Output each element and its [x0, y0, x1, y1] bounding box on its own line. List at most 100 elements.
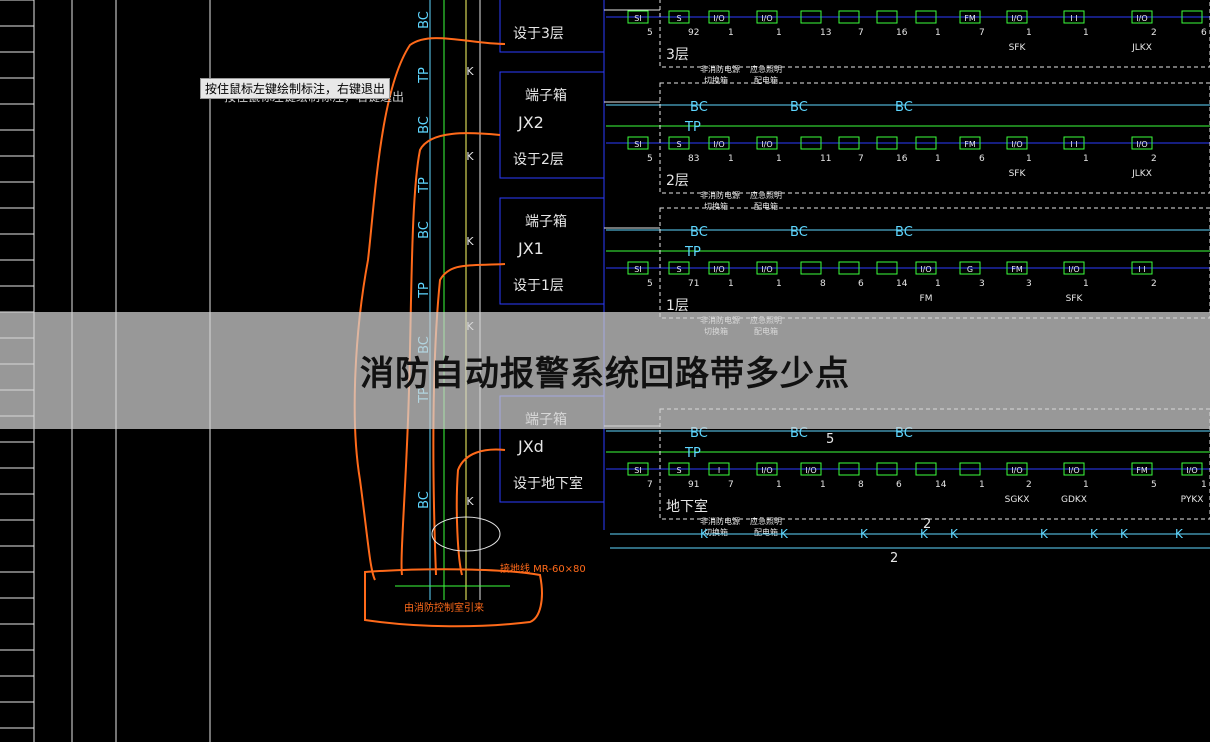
floor-2-device-0 — [627, 261, 649, 275]
floor-2-device-1-count: 71 — [688, 279, 699, 289]
floor-3-device-9-count: 2 — [1026, 480, 1032, 490]
floor-0-device-10-count: 1 — [1083, 28, 1089, 38]
terminal-box-jx1-frame — [499, 197, 605, 305]
count-mark-0: 5 — [826, 432, 834, 447]
floor-0-device-11-sub: JLKX — [1131, 43, 1152, 53]
floor-1-device-5 — [838, 136, 860, 150]
floor-2-bc-label-3: BC — [895, 225, 913, 240]
floor-0-device-10-label: I I — [1070, 14, 1077, 23]
floor-2-device-9-label: FM — [1011, 265, 1023, 274]
k-loop-label-7: K — [1120, 527, 1129, 541]
floor-2-device-7-label: I/O — [920, 265, 931, 274]
floor-3-name: 地下室 — [666, 498, 708, 515]
floor-1-bc-label-3: BC — [895, 100, 913, 115]
floor-2-device-10-sub: SFK — [1066, 294, 1084, 304]
orange-annotation-box — [364, 568, 543, 628]
floor-3-device-12 — [1181, 462, 1203, 476]
floor-3-device-6-count: 6 — [896, 480, 902, 490]
floor-2-tp-label: TP — [684, 245, 701, 260]
floor-1-device-11 — [1131, 136, 1153, 150]
floor-1-note-2: 切换箱 — [704, 201, 728, 211]
floor-3-device-5 — [838, 462, 860, 476]
floor-0-device-4-count: 13 — [820, 28, 831, 38]
floor-3-device-5-count: 8 — [858, 480, 864, 490]
floor-1-dashed-frame — [659, 82, 1210, 194]
floor-0-device-9-label: I/O — [1011, 14, 1022, 23]
floor-3-device-12-label: I/O — [1186, 466, 1197, 475]
floor-3-device-9-sub: SGKX — [1005, 495, 1030, 505]
floor-1-device-0 — [627, 136, 649, 150]
floor-2-device-9-count: 3 — [1026, 279, 1032, 289]
floor-0-note-2: 切换箱 — [704, 75, 728, 85]
floor-3-device-11 — [1131, 462, 1153, 476]
floor-0-device-12-count: 6 — [1201, 28, 1207, 38]
floor-2-device-4-count: 8 — [820, 279, 826, 289]
floor-1-note-4: 配电箱 — [754, 201, 778, 211]
floor-3-device-0 — [627, 462, 649, 476]
count-mark-1: 2 — [923, 517, 931, 532]
floor-3-device-3-label: I/O — [761, 466, 772, 475]
floor-0-device-11-label: I/O — [1136, 14, 1147, 23]
floor-0-device-7 — [915, 10, 937, 24]
floor-0-device-3-label: I/O — [761, 14, 772, 23]
floor-3-device-3-count: 1 — [776, 480, 782, 490]
floor-2-device-3-label: I/O — [761, 265, 772, 274]
riser-label-0: BC — [417, 11, 432, 29]
floor-3-device-2-label: I — [718, 466, 720, 475]
cursor-tooltip: 按住鼠标左键绘制标注，右键退出 — [200, 78, 391, 99]
floor-0-device-5-count: 7 — [858, 28, 864, 38]
count-mark-2: 2 — [890, 551, 898, 566]
riser-k-label-1: K — [466, 150, 474, 163]
k-loop-label-3: K — [920, 527, 929, 541]
floor-2-device-10-count: 1 — [1083, 279, 1089, 289]
floor-3-device-12-count: 1 — [1201, 480, 1207, 490]
riser-k-label-0: K — [466, 65, 474, 78]
floor-0-device-5 — [838, 10, 860, 24]
floor-0-device-9-count: 1 — [1026, 28, 1032, 38]
floor-1-note-1: 非消防电源 — [700, 190, 740, 200]
floor-2-device-8-label: G — [967, 265, 973, 274]
k-loop-label-2: K — [860, 527, 869, 541]
floor-3-tp-label: TP — [684, 446, 701, 461]
floor-0-device-0-count: 5 — [647, 28, 653, 38]
floor-3-device-0-count: 7 — [647, 480, 653, 490]
floor-3-device-7-count: 14 — [935, 480, 947, 490]
floor-2-device-11-label: I I — [1138, 265, 1145, 274]
floor-0-device-9-sub: SFK — [1009, 43, 1027, 53]
terminal-box-jx2-title: 端子箱 — [525, 88, 567, 104]
floor-0-device-10 — [1063, 10, 1085, 24]
floor-1-device-9-count: 1 — [1026, 154, 1032, 164]
floor-1-device-3-label: I/O — [761, 140, 772, 149]
floor-1-device-6-count: 16 — [896, 154, 908, 164]
floor-3-bc-label-2: BC — [790, 426, 808, 441]
floor-2-name: 1层 — [666, 298, 689, 314]
floor-2-device-0-count: 5 — [647, 279, 653, 289]
floor-3-device-0-label: SI — [634, 466, 641, 475]
floor-2-device-10 — [1063, 261, 1085, 275]
floor-2-dashed-frame — [659, 207, 1210, 319]
k-loop-label-8: K — [1175, 527, 1184, 541]
riser-label-2: BC — [417, 116, 432, 134]
terminal-box-jx3-floor-label: 设于3层 — [513, 26, 564, 42]
floor-1-device-3-count: 1 — [776, 154, 782, 164]
floor-1-device-2-label: I/O — [713, 140, 724, 149]
floor-1-device-3 — [756, 136, 778, 150]
floor-0-device-2-label: I/O — [713, 14, 724, 23]
floor-2-device-6-count: 14 — [896, 279, 908, 289]
floor-0-note-4: 配电箱 — [754, 75, 778, 85]
floor-1-device-2-count: 1 — [728, 154, 734, 164]
floor-1-device-1 — [668, 136, 690, 150]
floor-3-device-4 — [800, 462, 822, 476]
floor-1-device-0-label: SI — [634, 140, 641, 149]
floor-1-device-11-label: I/O — [1136, 140, 1147, 149]
floor-1-device-11-sub: JLKX — [1131, 169, 1152, 179]
floor-3-device-7 — [915, 462, 937, 476]
floor-1-bc-label: BC — [690, 100, 708, 115]
floor-3-device-8 — [959, 462, 981, 476]
floor-0-device-2-count: 1 — [728, 28, 734, 38]
floor-3-device-8-count: 1 — [979, 480, 985, 490]
floor-1-device-2 — [708, 136, 730, 150]
floor-1-device-7-count: 1 — [935, 154, 941, 164]
floor-2-device-7-count: 1 — [935, 279, 941, 289]
floor-0-device-6 — [876, 10, 898, 24]
